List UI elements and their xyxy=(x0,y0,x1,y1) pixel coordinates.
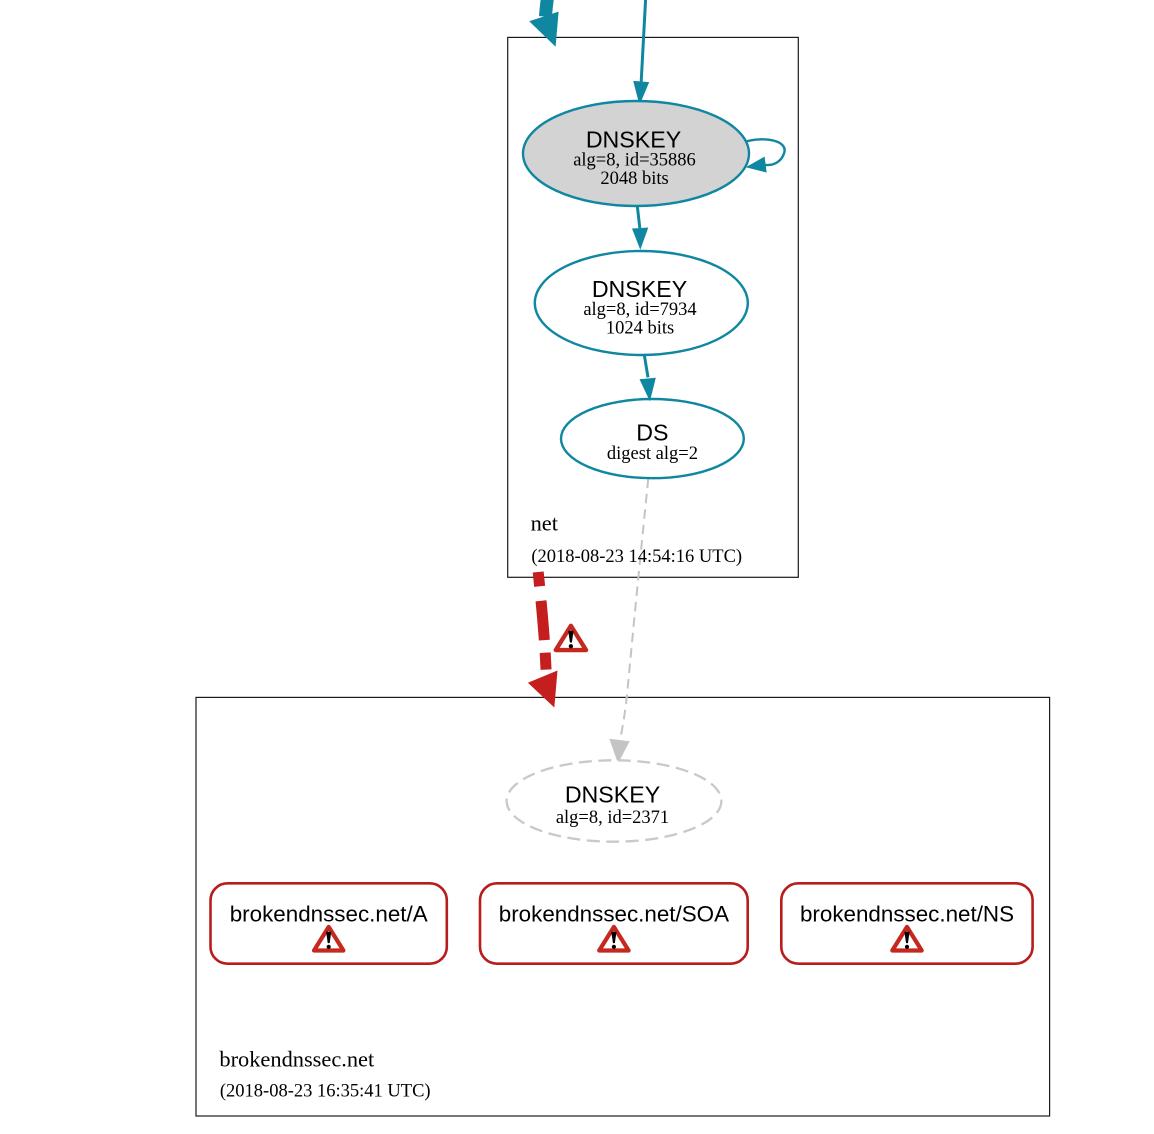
svg-text:DNSKEY: DNSKEY xyxy=(586,126,681,152)
svg-text:(2018-08-23 14:54:16 UTC): (2018-08-23 14:54:16 UTC) xyxy=(531,547,742,567)
svg-text:brokendnssec.net/A: brokendnssec.net/A xyxy=(230,901,428,926)
svg-text:alg=8, id=7934: alg=8, id=7934 xyxy=(583,300,696,320)
svg-text:2048 bits: 2048 bits xyxy=(600,169,668,189)
svg-text:DS: DS xyxy=(636,419,668,445)
svg-text:alg=8, id=35886: alg=8, id=35886 xyxy=(573,151,696,171)
svg-text:DNSKEY: DNSKEY xyxy=(565,781,660,807)
svg-text:DNSKEY: DNSKEY xyxy=(592,276,687,302)
svg-text:alg=8, id=2371: alg=8, id=2371 xyxy=(556,808,669,828)
svg-text:net: net xyxy=(531,511,559,536)
svg-text:brokendnssec.net/NS: brokendnssec.net/NS xyxy=(800,901,1014,926)
svg-text:(2018-08-23 16:35:41 UTC): (2018-08-23 16:35:41 UTC) xyxy=(220,1081,431,1101)
svg-text:digest alg=2: digest alg=2 xyxy=(607,444,698,464)
svg-text:brokendnssec.net: brokendnssec.net xyxy=(219,1047,375,1072)
svg-text:1024 bits: 1024 bits xyxy=(606,319,674,339)
svg-text:brokendnssec.net/SOA: brokendnssec.net/SOA xyxy=(499,901,729,926)
